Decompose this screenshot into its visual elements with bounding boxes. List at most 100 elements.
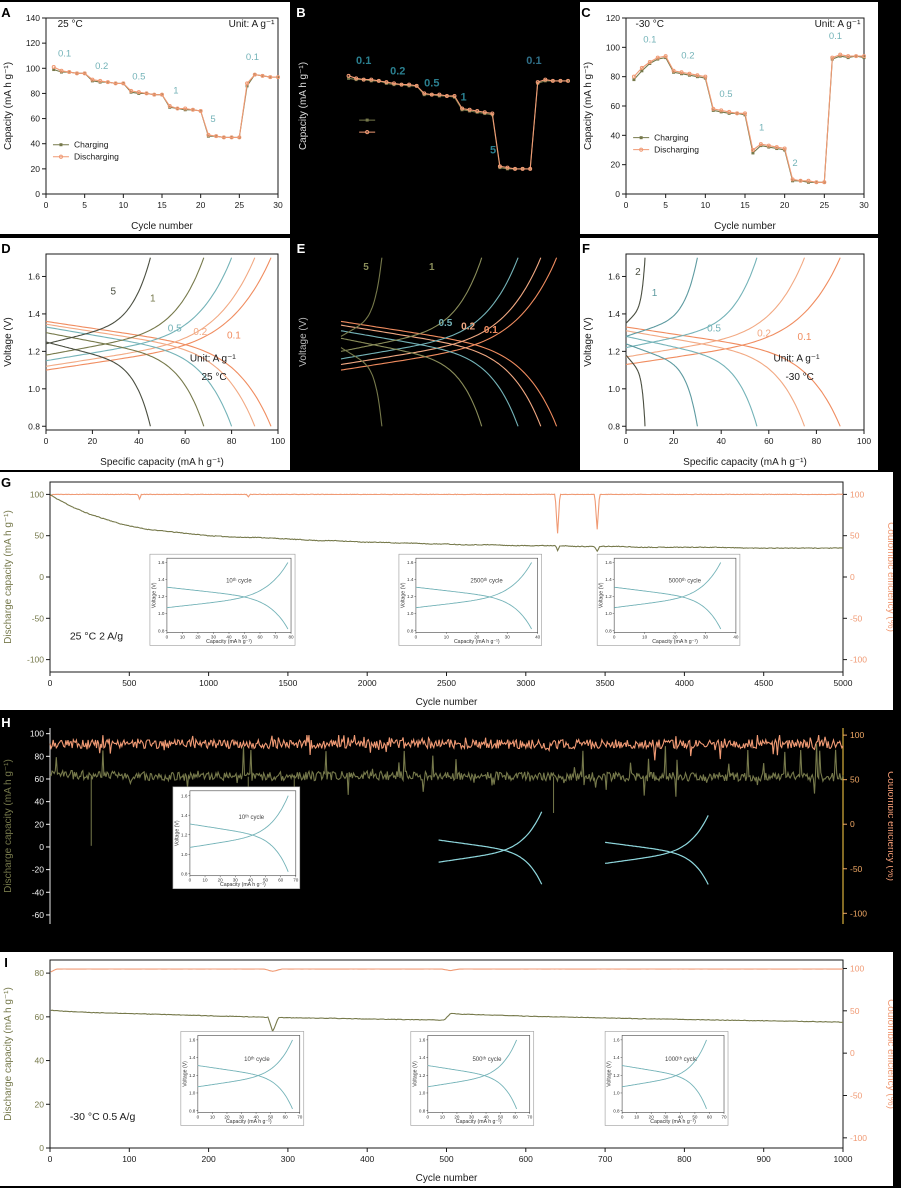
inset-curve — [614, 562, 722, 609]
inset-curve — [197, 1065, 293, 1110]
tick-label: 60 — [611, 101, 621, 111]
tick-label: 600 — [519, 1154, 533, 1164]
inset-x-axis-label: Capacity (mA h g⁻¹) — [456, 1119, 502, 1125]
series-discharge-capacity — [49, 743, 844, 797]
series-2-discharge — [625, 354, 646, 427]
label: 10 — [180, 634, 186, 639]
label: 50 — [263, 878, 269, 883]
label: 1.6 — [189, 1037, 196, 1042]
inset-label: 5000ᵗʰ cycle — [669, 578, 702, 585]
label: 1.0 — [158, 611, 165, 616]
annotation: Unit: A g⁻¹ — [774, 353, 821, 364]
annotation: 0.5 — [168, 323, 182, 334]
annotation: 25 °C — [58, 19, 83, 30]
tick-label: 30 — [273, 200, 283, 210]
label: 40 — [254, 1114, 260, 1119]
inset-y-axis-label: Voltage (V) — [151, 582, 157, 608]
annotation: 5 — [363, 262, 369, 273]
series-0.1-charge — [625, 257, 841, 366]
inset-label: 1000ᵗʰ cycle — [665, 1056, 698, 1063]
label: 0 — [427, 1114, 430, 1119]
series-0.2-discharge — [340, 324, 542, 427]
label: 30 — [239, 1114, 245, 1119]
label: 0.8 — [158, 628, 165, 633]
tick-label: 15 — [157, 200, 167, 210]
annotation: 0.5 — [707, 323, 721, 334]
tick-label: 100 — [606, 42, 620, 52]
tick-label: 100 — [26, 63, 40, 73]
tick-label: 50 — [850, 775, 860, 785]
annotation: 5 — [210, 114, 215, 125]
label: 10 — [202, 878, 208, 883]
tick-label: 1500 — [278, 678, 297, 688]
annotation: 0.1 — [356, 55, 371, 67]
annotation: 1 — [429, 262, 435, 273]
tick-label: 3500 — [596, 678, 615, 688]
tick-label: 4000 — [675, 678, 694, 688]
tick-label: 5000 — [834, 678, 853, 688]
series-0.5-charge — [625, 257, 758, 349]
annotation: 0.1 — [484, 325, 498, 336]
panel-letter: H — [1, 715, 10, 730]
inset-label: 500ᵗʰ cycle — [472, 1056, 502, 1063]
inset-x-axis-label: Capacity (mA h g⁻¹) — [220, 882, 266, 888]
tick-label: 50 — [35, 531, 45, 541]
label: 80 — [288, 634, 294, 639]
label: 50 — [498, 1114, 504, 1119]
tick-label: 900 — [757, 1154, 771, 1164]
inset-curve — [605, 841, 709, 885]
panel-letter: B — [296, 5, 305, 20]
label: 10 — [440, 1114, 446, 1119]
label: 20 — [474, 634, 480, 639]
label: 1.4 — [613, 1055, 620, 1060]
label: 70 — [293, 878, 299, 883]
annotation: Unit: A g⁻¹ — [190, 353, 237, 364]
label: 20 — [195, 634, 201, 639]
annotation: 5 — [490, 145, 496, 157]
annotation: Unit: A g⁻¹ — [229, 19, 276, 30]
inset-curve — [622, 1065, 707, 1110]
series-0.2-charge — [340, 257, 542, 366]
annotation: 0.2 — [390, 65, 405, 77]
tick-label: 1.4 — [608, 309, 620, 319]
annotation: 0.1 — [526, 55, 541, 67]
label: 30 — [211, 634, 217, 639]
inset-box — [410, 1031, 535, 1126]
label: 1.4 — [181, 813, 188, 818]
tick-label: 60 — [180, 436, 190, 446]
tick-label: 0 — [48, 678, 53, 688]
label: 1.2 — [419, 1073, 426, 1078]
label: 1.2 — [181, 832, 188, 837]
series-coulombic-efficiency — [49, 734, 844, 761]
tick-label: 5 — [82, 200, 87, 210]
tick-label: 20 — [669, 436, 679, 446]
tick-label: 0 — [615, 189, 620, 199]
series-0.2-charge — [45, 257, 256, 367]
label: 1.6 — [181, 793, 188, 798]
tick-label: 0 — [39, 842, 44, 852]
annotation: Unit: A g⁻¹ — [815, 19, 862, 30]
label: 0.8 — [613, 1108, 620, 1113]
tick-label: 1.0 — [28, 384, 40, 394]
tick-label: 20 — [196, 200, 206, 210]
tick-label: 80 — [812, 436, 822, 446]
y-axis-label: Capacity (mA h g⁻¹) — [583, 62, 594, 150]
tick-label: 3000 — [516, 678, 535, 688]
tick-label: 0 — [850, 819, 855, 829]
label: 40 — [483, 1114, 489, 1119]
label: 60 — [283, 1114, 289, 1119]
label: 1.2 — [158, 594, 165, 599]
label: 40 — [678, 1114, 684, 1119]
x-axis-label: Cycle number — [714, 221, 776, 232]
label: 1.4 — [158, 577, 165, 582]
series-2-charge — [625, 257, 646, 324]
tick-label: 1.4 — [28, 309, 40, 319]
series-0.5-charge — [45, 257, 233, 362]
series-0.5-discharge — [45, 326, 233, 427]
label: 0 — [621, 1114, 624, 1119]
tick-label: 25 — [820, 200, 830, 210]
annotation: 25 °C 2 A/g — [70, 631, 123, 643]
label: 30 — [703, 634, 709, 639]
